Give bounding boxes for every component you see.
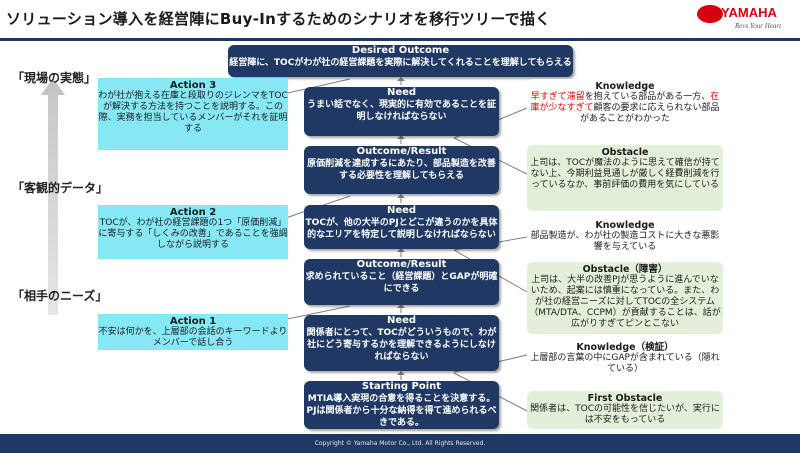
label-objective-data: 「客観的データ」 — [12, 181, 109, 195]
action-2-text: TOCが、わが社の経営課題の1つ「原価削減」に寄与する「しくみの改善」であること… — [98, 218, 288, 250]
desired-outcome-text: 経営陣に、TOCがわが社の経営課題を実際に解決してくれることを理解してもらえる — [229, 58, 572, 68]
progress-arrow-shaft — [48, 93, 58, 315]
first-obstacle-box: First Obstacle 関係者は、TOCの可能性を信じたいが、実行には不安… — [527, 391, 723, 429]
need-1-text: 関係者にとって、TOCがどういうもので、わが社にどう寄与するかを理解できるように… — [306, 328, 497, 362]
need-2-text: TOCが、他の大半のPJとどこが違うのかを具体的なエリアを特定して説明しなければ… — [305, 218, 498, 240]
title-bar: ソリューション導入を経営陣にBuy-Inするためのシナリオを移行ツリーで描く Y… — [0, 0, 800, 41]
outcome-1-heading: Outcome/Result — [356, 259, 447, 270]
obstacle-2-text: 上司は、TOCが魔法のように思えて確信が持てない上、今期利益見通しが厳しく経費削… — [530, 158, 720, 190]
tuning-fork-logo-icon — [697, 5, 723, 23]
copyright-footer: Copyright © Yamaha Motor Co., Ltd. All R… — [0, 434, 800, 453]
label-counterpart-needs: 「相手のニーズ」 — [12, 289, 108, 303]
knowledge-3-red-1: 早すぎて滞留 — [530, 92, 585, 102]
first-obstacle-heading: First Obstacle — [587, 393, 663, 404]
need-2-box: Need TOCが、他の大半のPJとどこが違うのかを具体的なエリアを特定して説明… — [304, 205, 499, 249]
action-3-box: Action 3 わが社が抱える在庫と段取りのジレンマをTOCが解決する方法を持… — [98, 78, 288, 150]
action-3-heading: Action 3 — [169, 80, 217, 91]
knowledge-2-text: 部品製造が、わが社の製造コストに大きな悪影響を与えている — [530, 231, 720, 252]
obstacle-2-heading: Obstacle — [601, 147, 649, 158]
action-1-heading: Action 1 — [169, 316, 217, 327]
knowledge-1-box: Knowledge（検証） 上層部の言葉の中にGAPが含まれている（隠れている） — [527, 340, 723, 378]
label-field-reality: 「現場の実態」 — [12, 71, 97, 85]
obstacle-1-heading: Obstacle（障害） — [582, 264, 668, 275]
obstacle-2-box: Obstacle 上司は、TOCが魔法のように思えて確信が持てない上、今期利益見… — [527, 145, 723, 211]
starting-point-heading: Starting Point — [361, 381, 442, 392]
logo-brand: YAMAHA — [721, 5, 777, 20]
page-title: ソリューション導入を経営陣にBuy-Inするためのシナリオを移行ツリーで描く — [6, 10, 551, 28]
starting-point-box: Starting Point MTIA導入実現の合意を得ることを決意する。PJは… — [304, 381, 499, 429]
first-obstacle-text: 関係者は、TOCの可能性を信じたいが、実行には不安をもっている — [530, 404, 720, 425]
knowledge-1-heading: Knowledge（検証） — [576, 342, 674, 353]
outcome-1-box: Outcome/Result 求められていること（経営課題）とGAPが明確にでき… — [304, 259, 499, 305]
need-2-heading: Need — [386, 205, 417, 216]
need-3-text: うまい話でなく、現実的に有効であることを証明しなければならない — [307, 100, 496, 122]
action-2-box: Action 2 TOCが、わが社の経営課題の1つ「原価削減」に寄与する「しくみ… — [98, 205, 288, 259]
desired-outcome-box: Desired Outcome 経営陣に、TOCがわが社の経営課題を実際に解決し… — [228, 45, 573, 77]
need-3-box: Need うまい話でなく、現実的に有効であることを証明しなければならない — [304, 87, 499, 136]
yamaha-logo: YAMAHA Revs Your Heart — [697, 3, 792, 35]
knowledge-1-text: 上層部の言葉の中にGAPが含まれている（隠れている） — [530, 353, 720, 374]
action-1-box: Action 1 不安は何かを、上層部の会話のキーワードよりメンバーで話し合う — [98, 314, 288, 350]
knowledge-2-box: Knowledge 部品製造が、わが社の製造コストに大きな悪影響を与えている — [527, 218, 723, 256]
outcome-1-text: 求められていること（経営課題）とGAPが明確にできる — [305, 272, 498, 294]
outcome-2-text: 原価削減を達成するにあたり、部品製造を改善する必要性を理解してもらえる — [307, 159, 496, 181]
need-3-heading: Need — [386, 87, 417, 98]
knowledge-3-heading: Knowledge — [595, 81, 655, 92]
obstacle-1-text: 上司は、大半の改善PJが思うように進んでいないため、起案には慎重になっている。ま… — [529, 275, 721, 329]
starting-point-text: MTIA導入実現の合意を得ることを決意する。PJは関係者から十分な納得を得て進め… — [306, 394, 497, 428]
knowledge-3-part-2: 顧客の要求に応えられない部品があることがわかった — [579, 103, 720, 124]
knowledge-3-box: Knowledge 早すぎて滞留を抱えている部品がある一方、在庫が少なすぎて顧客… — [527, 79, 723, 137]
action-3-text: わが社が抱える在庫と段取りのジレンマをTOCが解決する方法を持つことを説明する。… — [98, 91, 288, 134]
knowledge-2-heading: Knowledge — [595, 220, 655, 231]
need-1-box: Need 関係者にとって、TOCがどういうもので、わが社にどう寄与するかを理解で… — [304, 315, 499, 371]
knowledge-3-part-1: を抱えている部品がある一方、 — [584, 92, 711, 102]
knowledge-3-red-2: 在庫が少なすぎて — [530, 92, 720, 113]
outcome-2-box: Outcome/Result 原価削減を達成するにあたり、部品製造を改善する必要… — [304, 146, 499, 194]
outcome-2-heading: Outcome/Result — [356, 146, 447, 157]
desired-outcome-heading: Desired Outcome — [351, 45, 450, 56]
logo-tagline: Revs Your Heart — [735, 22, 782, 30]
knowledge-3-text: 早すぎて滞留を抱えている部品がある一方、在庫が少なすぎて顧客の要求に応えられない… — [527, 92, 723, 125]
action-2-heading: Action 2 — [169, 207, 217, 218]
need-1-heading: Need — [386, 315, 417, 326]
action-1-text: 不安は何かを、上層部の会話のキーワードよりメンバーで話し合う — [98, 327, 288, 348]
progress-up-arrow-icon — [41, 78, 65, 95]
obstacle-1-box: Obstacle（障害） 上司は、大半の改善PJが思うように進んでいないため、起… — [527, 262, 723, 334]
